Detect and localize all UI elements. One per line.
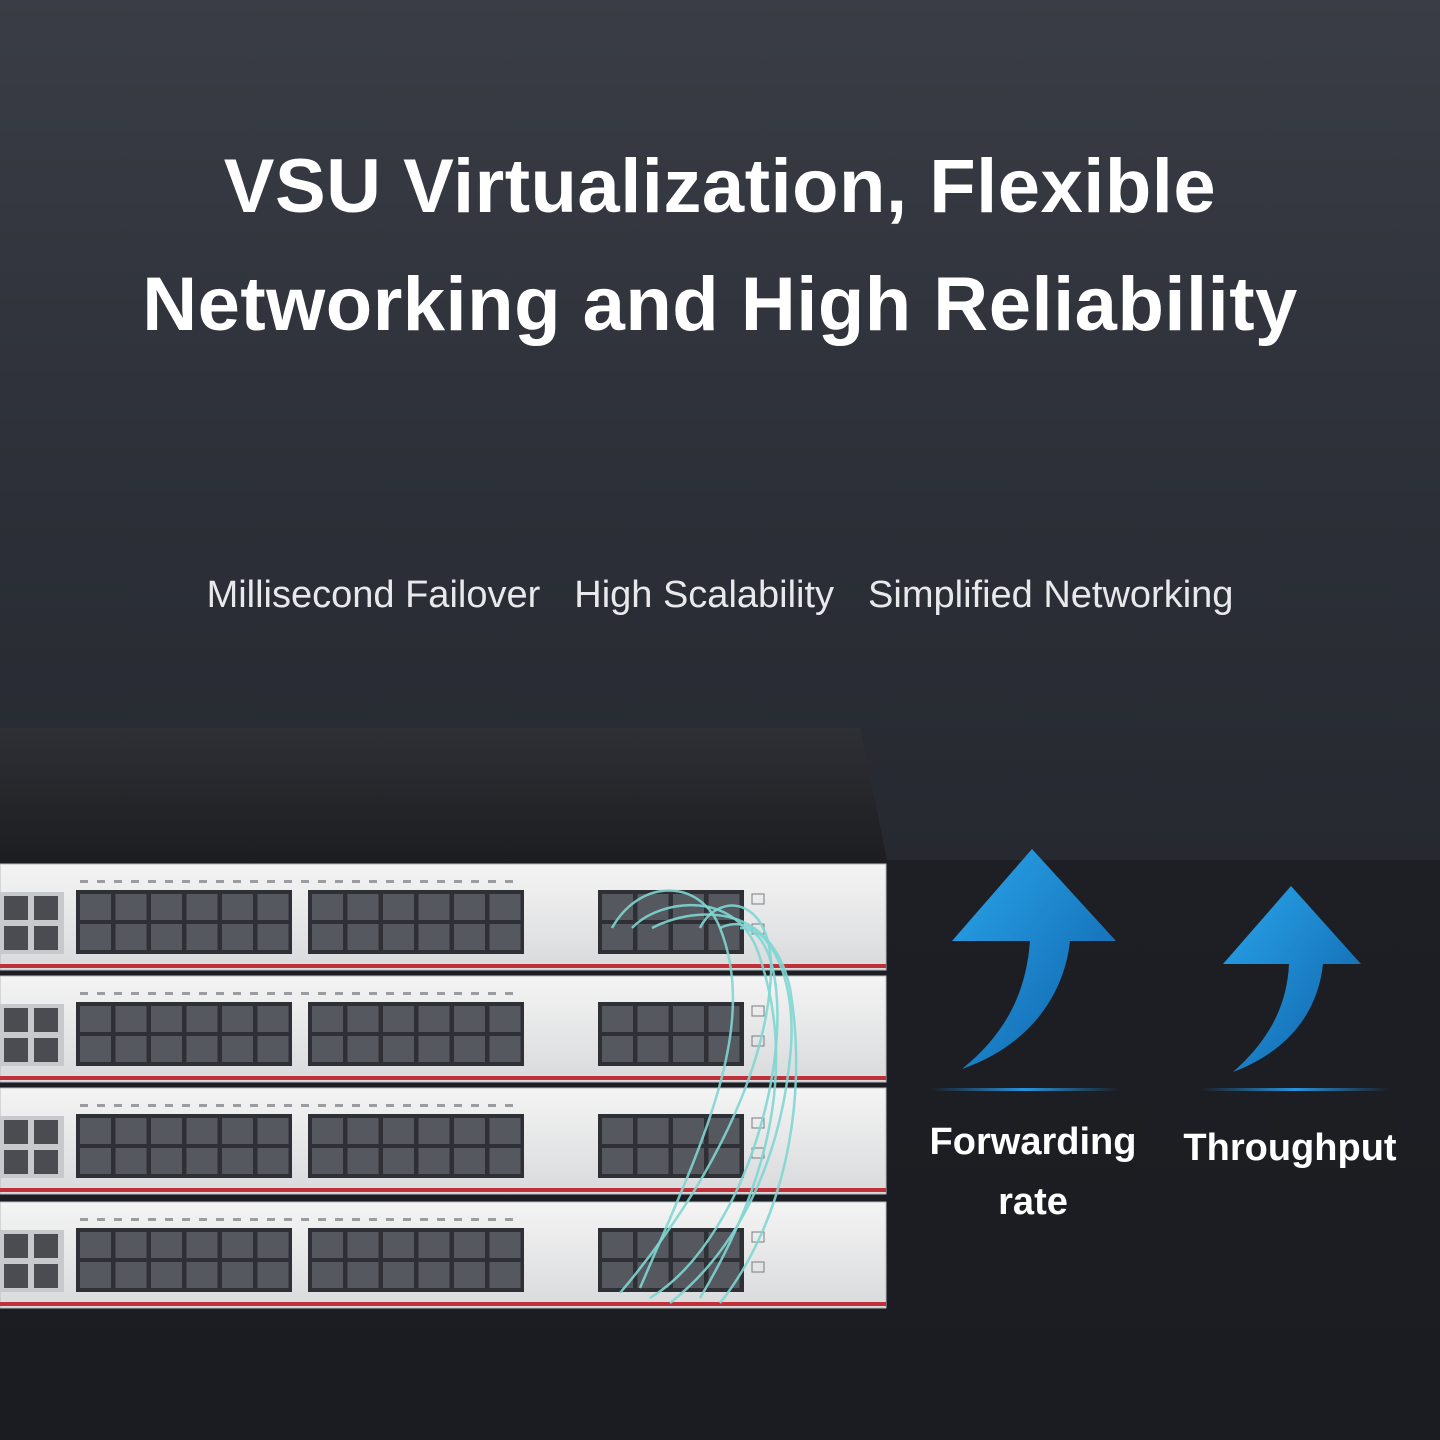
- feature-item: Millisecond Failover: [206, 574, 541, 616]
- switch-stack-illustration: [0, 728, 888, 1309]
- feature-list: Millisecond Failover High Scalability Si…: [0, 574, 1440, 617]
- page-title: VSU Virtualization, Flexible Networking …: [0, 128, 1440, 364]
- metric-label-line: Throughput: [1183, 1127, 1397, 1169]
- switch-unit-4: [0, 1201, 887, 1309]
- title-line-1: VSU Virtualization, Flexible: [223, 144, 1217, 229]
- metric-divider: [1200, 1088, 1390, 1091]
- metric-label-line: Forwarding: [929, 1121, 1137, 1163]
- metric-label-throughput: Throughput: [1170, 1118, 1410, 1178]
- feature-item: Simplified Networking: [868, 574, 1234, 616]
- metric-label-forwarding-rate: Forwarding rate: [918, 1112, 1148, 1232]
- metric-label-line: rate: [998, 1181, 1068, 1223]
- feature-item: High Scalability: [574, 574, 835, 616]
- up-arrow-icon: [1223, 886, 1361, 1072]
- switch-unit-1: [0, 863, 887, 971]
- fiber-cables: [610, 889, 798, 1304]
- switch-unit-3: [0, 1087, 887, 1195]
- switch-unit-2: [0, 975, 887, 1083]
- metric-divider: [930, 1088, 1120, 1091]
- up-arrow-icon: [952, 849, 1116, 1069]
- title-line-2: Networking and High Reliability: [142, 262, 1298, 347]
